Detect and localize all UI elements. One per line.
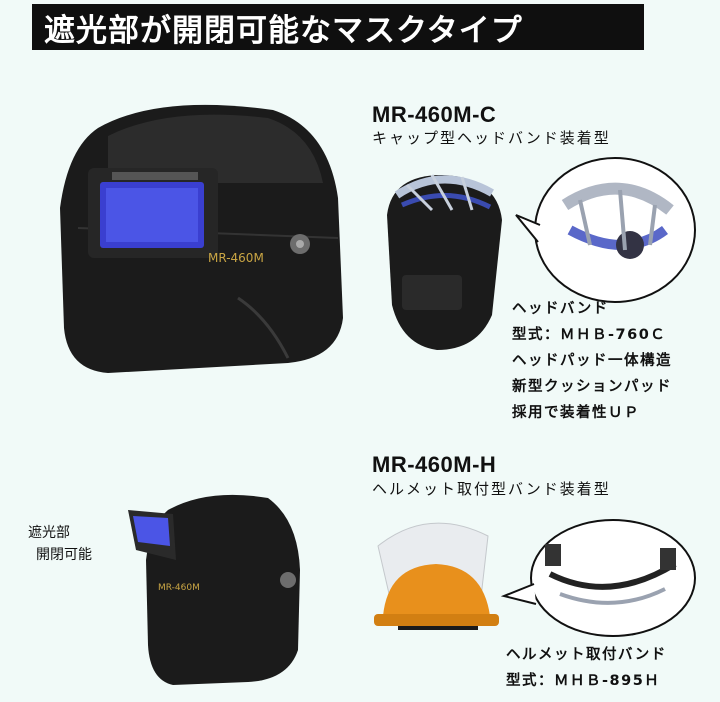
spec-line: 型式：ＭＨＢ-760Ｃ [512, 327, 667, 343]
svg-text:MR-460M: MR-460M [208, 251, 264, 265]
product-c-spec: ヘッドバンド 型式：ＭＨＢ-760Ｃ ヘッドパッド一体構造 新型クッションパッド… [512, 296, 672, 426]
welding-mask-front-image: MR-460M [60, 104, 343, 373]
product-h-type: ヘルメット取付型バンド装着型 [372, 480, 611, 498]
spec-line: ヘッドパッド一体構造 [512, 353, 672, 369]
spec-line: 新型クッションパッド [512, 379, 672, 395]
side-label-line: 開閉可能 [36, 547, 92, 563]
headband-detail-callout [515, 157, 696, 303]
mask-lens-open-image: MR-460M [128, 494, 300, 685]
product-h-spec: ヘルメット取付バンド 型式：ＭＨＢ-895Ｈ [506, 642, 667, 694]
product-c-model: MR-460M-C [372, 102, 497, 127]
side-label-line: 遮光部 [28, 525, 70, 541]
page-title: 遮光部が開閉可能なマスクタイプ [32, 4, 644, 50]
spec-line: 型式：ＭＨＢ-895Ｈ [506, 673, 661, 689]
mask-with-headband-image [387, 174, 502, 350]
helmet-mount-image [374, 522, 499, 630]
spec-line: ヘッドバンド [512, 301, 609, 317]
side-label: 遮光部 開閉可能 [28, 522, 92, 566]
spec-line: 採用で装着性ＵＰ [512, 405, 640, 421]
svg-text:MR-460M: MR-460M [158, 583, 200, 593]
product-h-model: MR-460M-H [372, 452, 497, 477]
helmet-band-detail-callout [500, 519, 696, 637]
spec-line: ヘルメット取付バンド [506, 647, 667, 663]
product-c-type: キャップ型ヘッドバンド装着型 [372, 129, 611, 147]
